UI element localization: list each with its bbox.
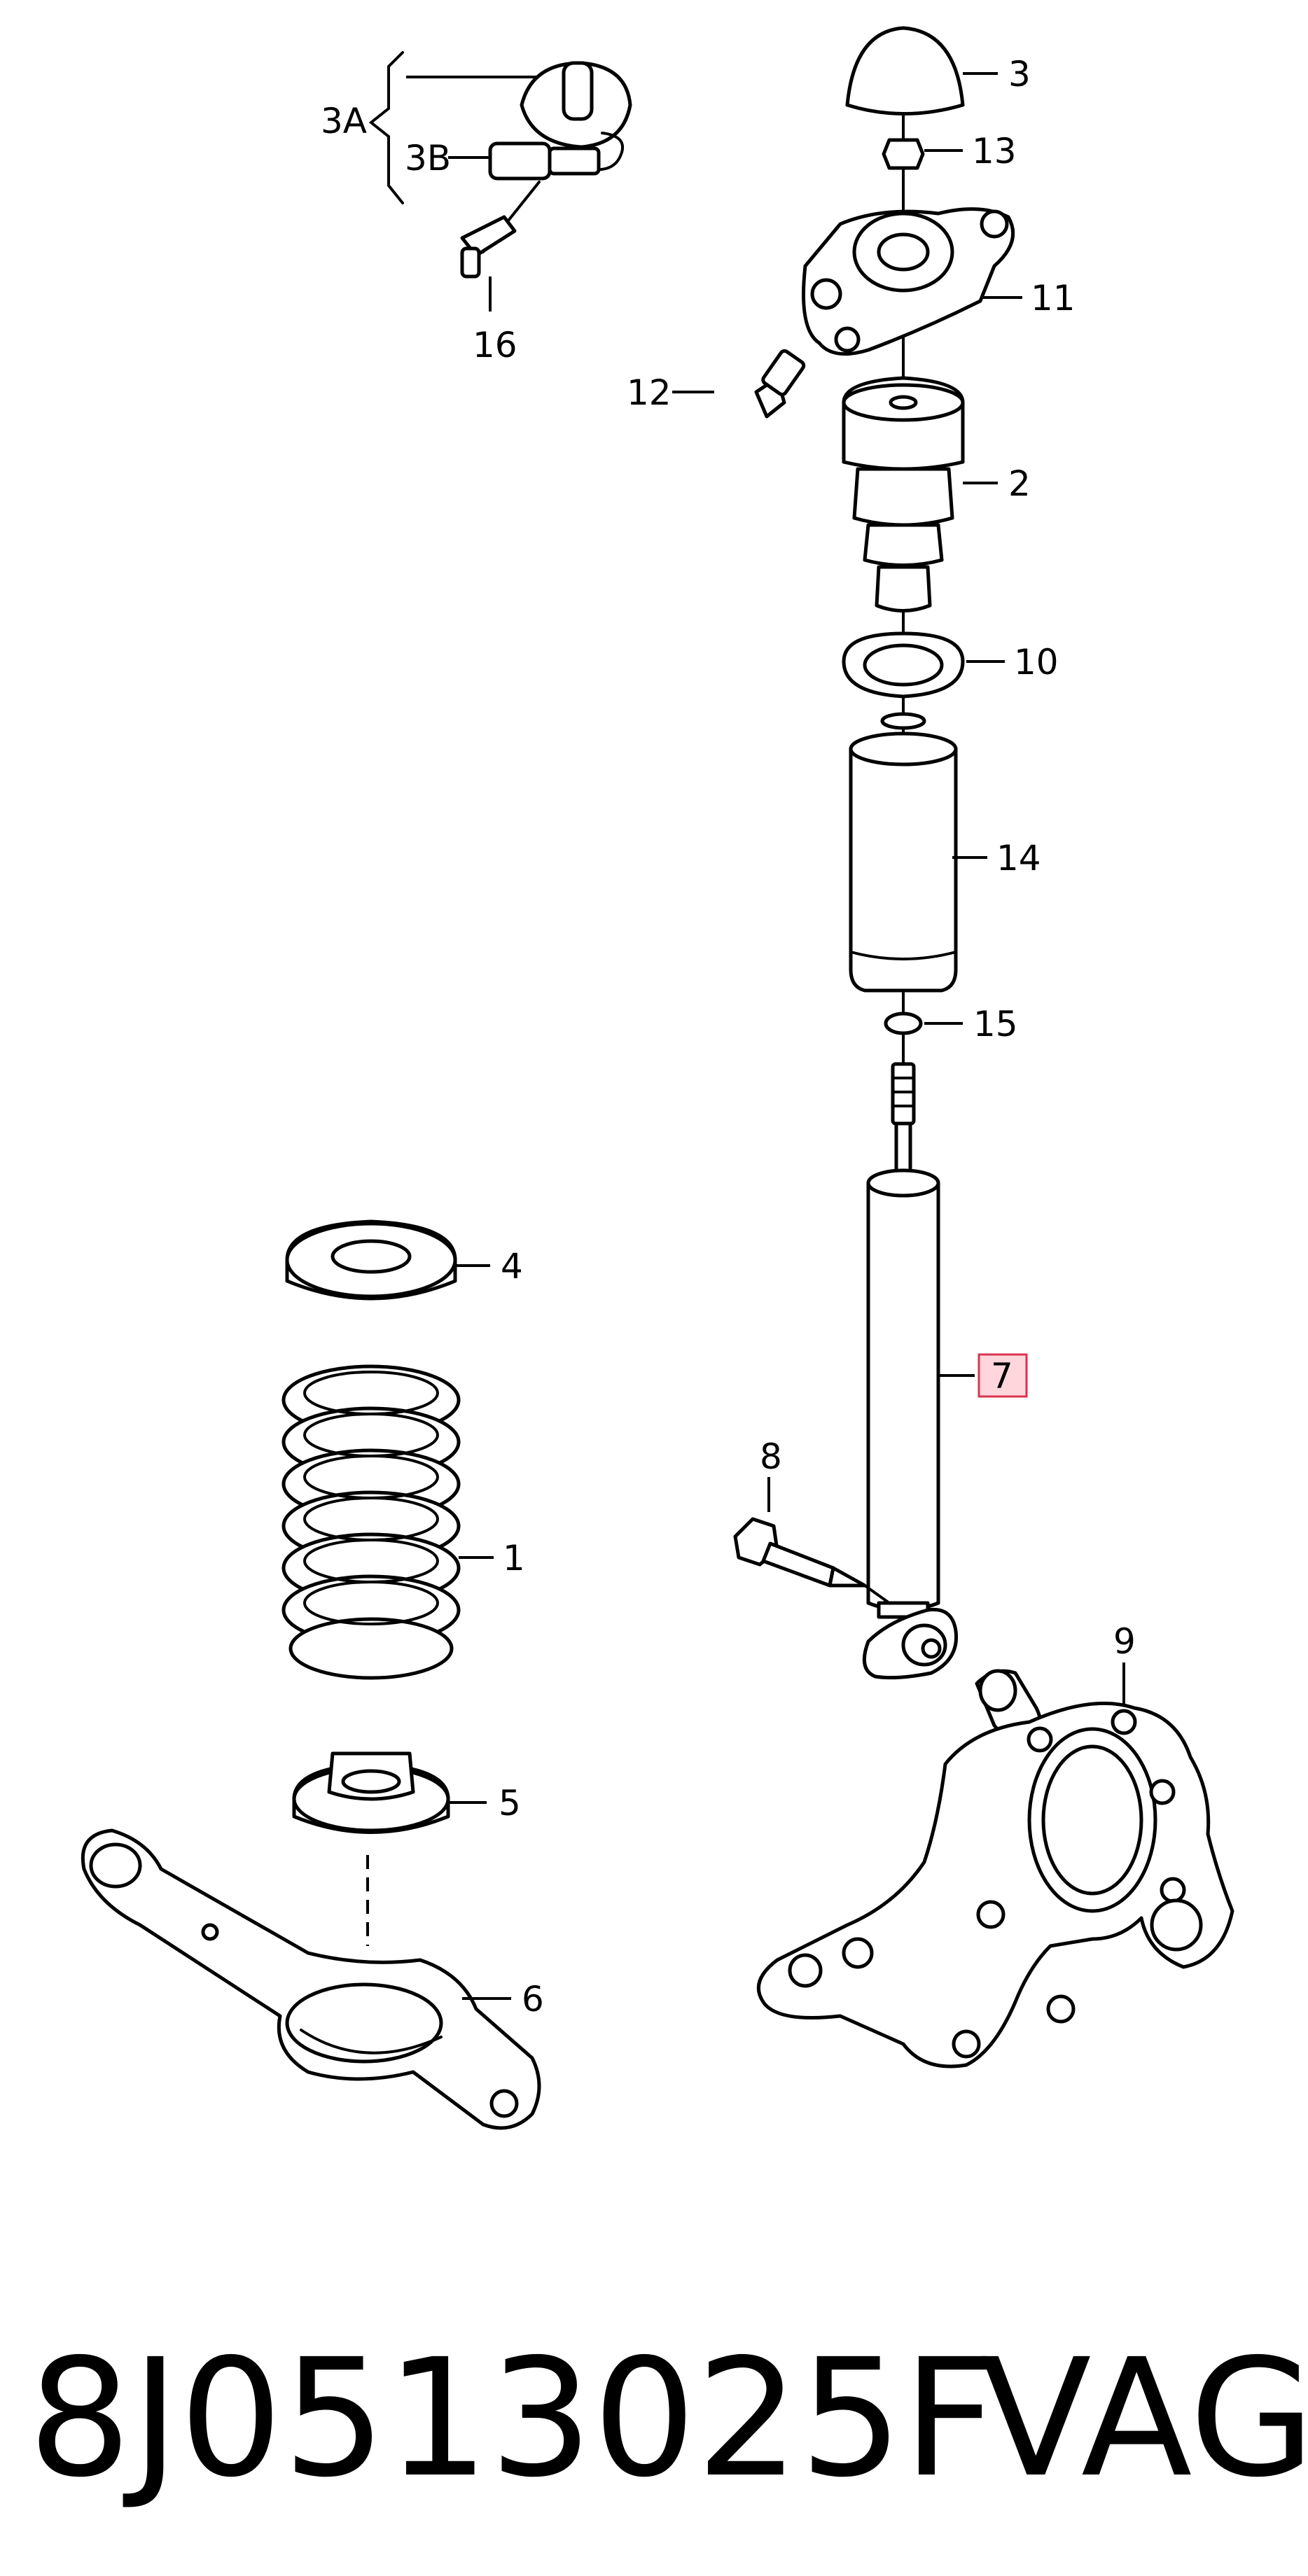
ride-height-sensor-group — [368, 51, 632, 312]
callout-9: 9 — [1113, 1621, 1136, 1662]
sensor-arm — [562, 61, 594, 121]
callout-7-highlight — [977, 1353, 1028, 1398]
spring-pad-5 — [292, 1751, 487, 1946]
spring-pad-4 — [285, 1219, 490, 1301]
bolt-8 — [733, 1477, 891, 1604]
nut-13 — [882, 138, 925, 170]
brand-name: VAG — [980, 2324, 1308, 2513]
callout-15: 15 — [973, 1004, 1018, 1044]
callout-10: 10 — [1014, 642, 1059, 682]
callout-3a: 3A — [321, 101, 367, 141]
part-number: 8J0513025F — [28, 2324, 996, 2513]
trailing-arm-6 — [81, 1828, 541, 2130]
dust-cap-3 — [845, 26, 965, 115]
footer: 8J0513025F VAG — [28, 2324, 1308, 2513]
group-bracket — [368, 51, 404, 204]
callout-6: 6 — [522, 1979, 544, 2019]
callout-3b: 3B — [405, 138, 451, 178]
bolt-12 — [672, 349, 806, 419]
callout-5: 5 — [499, 1783, 521, 1823]
sensor-connector-3b — [488, 141, 552, 181]
strut-upper-stack — [672, 26, 1022, 1212]
callout-11: 11 — [1031, 278, 1076, 318]
callout-labels: 3A 3B 16 3 13 11 12 2 10 14 15 7 8 9 4 1… — [321, 54, 1136, 2019]
callout-1: 1 — [503, 1538, 525, 1578]
spring-seat-10 — [842, 631, 1005, 699]
washer-15 — [884, 1011, 963, 1035]
shock-absorber-7 — [862, 1062, 975, 1680]
coil-spring-1 — [281, 1364, 494, 1680]
bump-stop-2 — [842, 376, 998, 612]
callout-12: 12 — [627, 372, 672, 413]
protective-tube-14 — [849, 712, 987, 993]
callout-16: 16 — [473, 325, 517, 365]
callout-3: 3 — [1008, 54, 1031, 94]
callout-4: 4 — [501, 1246, 523, 1287]
wheel-bearing-housing-9 — [756, 1662, 1234, 2068]
callout-2: 2 — [1008, 463, 1031, 504]
callout-14: 14 — [996, 838, 1041, 878]
callout-8: 8 — [760, 1436, 782, 1477]
callout-7: 7 — [991, 1356, 1013, 1396]
callout-13: 13 — [972, 131, 1017, 172]
